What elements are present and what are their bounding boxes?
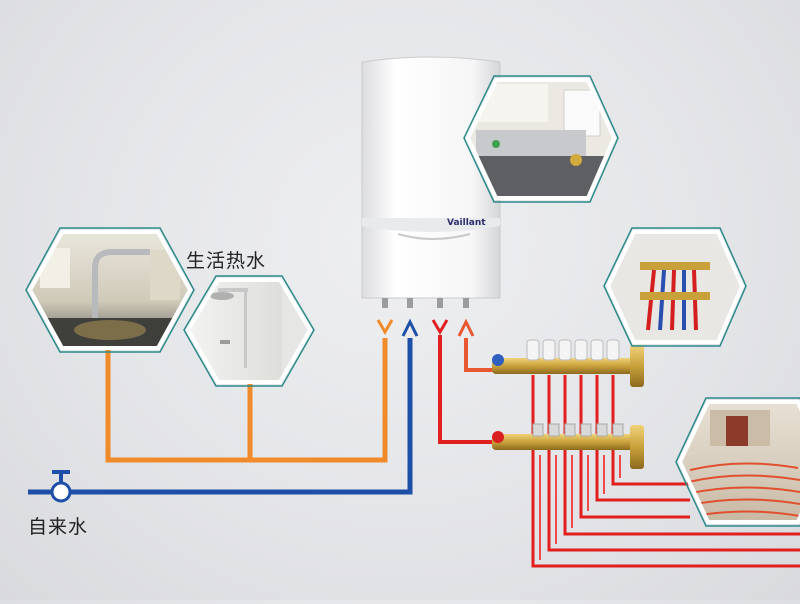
return-arrow-up-icon: [457, 318, 475, 337]
cold-water-pipes: [28, 338, 413, 495]
return-loops: [539, 455, 621, 560]
heating-supply-pipe: [438, 335, 498, 444]
flow-arrows: [376, 318, 475, 337]
manifold-bottom: [492, 423, 644, 469]
tap-water-label: 自来水: [28, 516, 89, 538]
heating-supply-pipes: [438, 335, 498, 444]
cold-water-pipe-main: [28, 338, 413, 495]
manifold-top-bar: [492, 358, 642, 374]
shower-head-icon: [210, 292, 234, 300]
boiler-panel-lip: [397, 233, 471, 240]
manifold-bottom-bar: [492, 434, 642, 450]
heating-return-pipes: [464, 338, 496, 372]
manifold-top-valve-icon: [492, 354, 504, 366]
manifold-bottom-valve-icon: [492, 431, 504, 443]
radiator-manifold-hexagon: [603, 227, 747, 347]
loop-5: [595, 375, 690, 502]
supply-arrow-down-icon: [431, 319, 449, 335]
heating-return-pipe: [464, 338, 496, 372]
manifold-top: [492, 339, 644, 387]
cold-water-arrow-up-icon: [401, 318, 419, 337]
tap-water-valve-icon: [50, 470, 72, 503]
shower-hexagon: [183, 275, 315, 387]
kitchen-faucet-hexagon: [25, 227, 195, 353]
hot-water-arrow-down-icon: [376, 319, 394, 335]
boiler-fittings: [382, 298, 469, 308]
boiler-kitchen-hexagon: [463, 75, 619, 203]
floor-heating-hexagon: [675, 397, 800, 527]
boiler: [361, 56, 501, 308]
boiler-panel: [362, 218, 500, 232]
hot-water-pipes: [105, 338, 388, 463]
domestic-hot-water-label: 生活热水: [186, 250, 267, 272]
loop-4: [579, 375, 690, 519]
hot-water-pipe-main: [105, 338, 388, 463]
boiler-brand-logo: Vaillant: [447, 218, 486, 228]
faucet-icon: [92, 249, 150, 330]
loop-6: [611, 375, 690, 486]
